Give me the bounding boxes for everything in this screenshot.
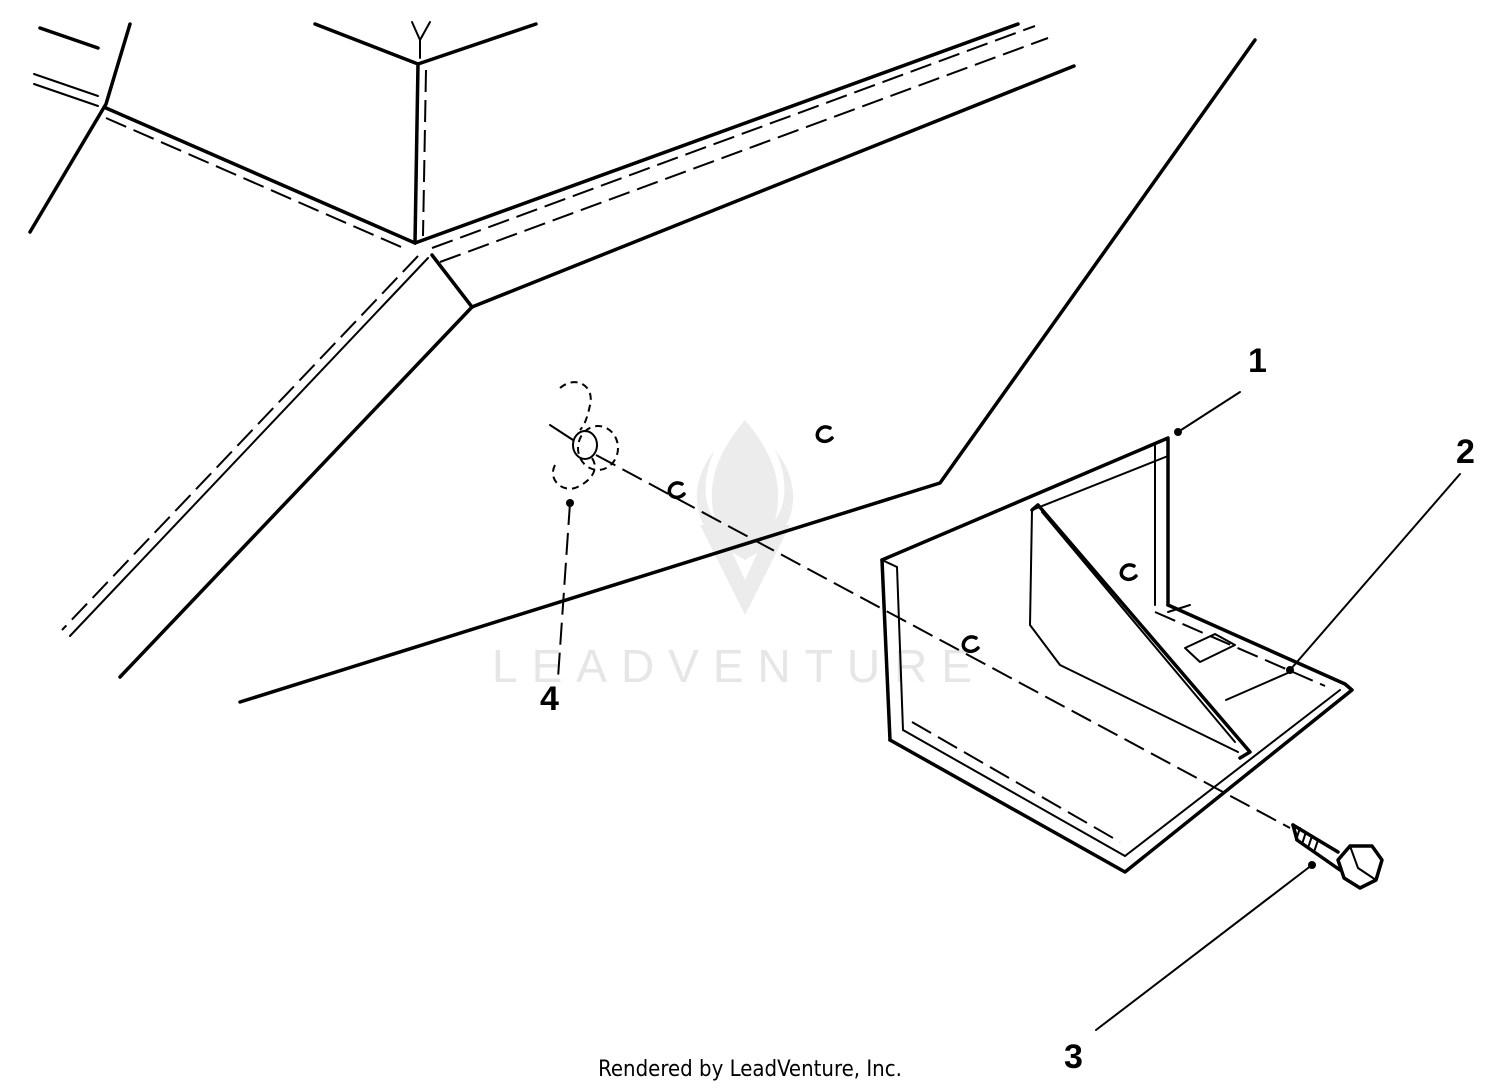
watermark-text: LEADVENTURE [492, 640, 986, 692]
watermark-flame-icon [696, 420, 794, 560]
assembly-centerline [595, 454, 1291, 829]
housing-mounting-holes [667, 425, 834, 500]
housing-hole-lower [667, 481, 686, 500]
callout-leaders [557, 391, 1461, 1031]
callout-1: 1 [1248, 342, 1267, 380]
footer-credit: Rendered by LeadVenture, Inc. [598, 1057, 902, 1082]
bolt-part [1291, 823, 1384, 890]
bracket-hole-back [1119, 563, 1138, 582]
leadventure-watermark: LEADVENTURE [492, 420, 986, 692]
housing-hole-upper [815, 425, 834, 444]
callout-3: 3 [1064, 1038, 1083, 1076]
deflector-bracket-part [880, 436, 1354, 874]
wing-nut-part [549, 381, 619, 490]
callout-4: 4 [540, 680, 559, 718]
mower-housing [28, 21, 1257, 704]
callout-2: 2 [1456, 433, 1475, 471]
bracket-hole-front [961, 635, 980, 654]
